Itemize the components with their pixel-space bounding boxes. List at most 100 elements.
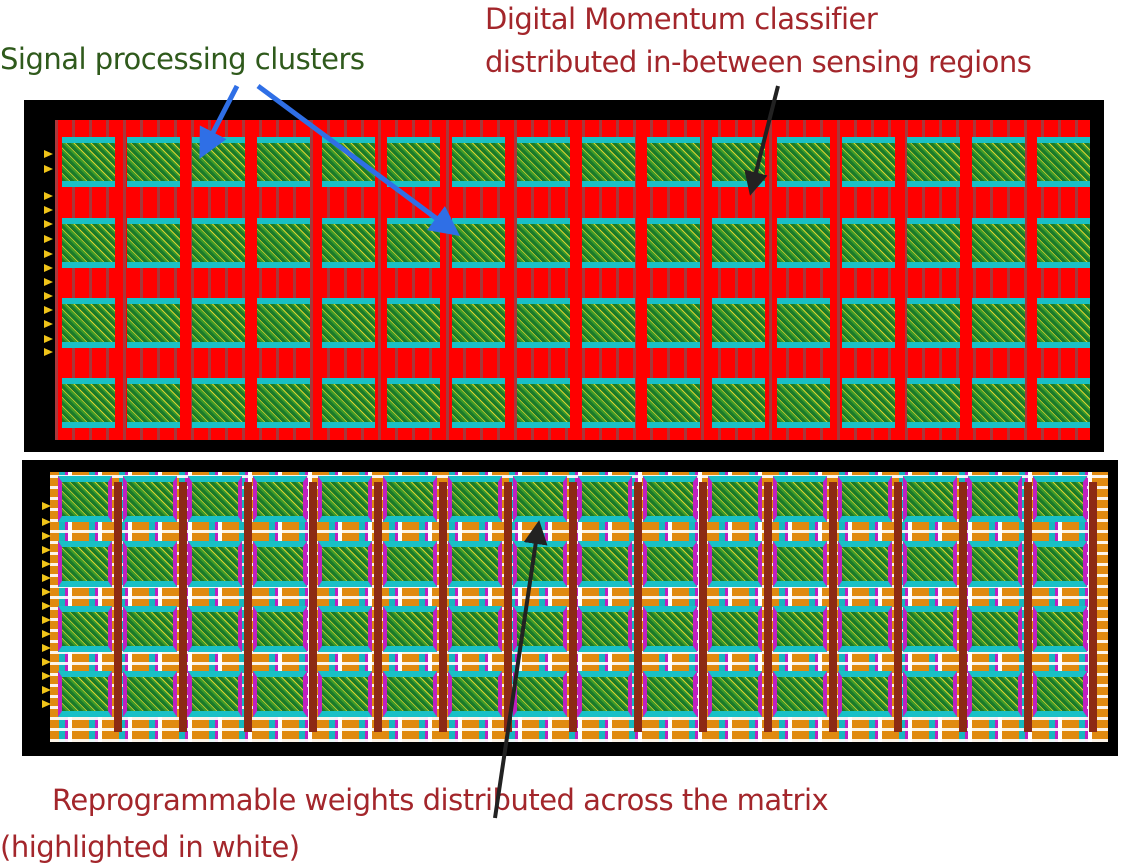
- signal-processing-cluster: [318, 606, 372, 652]
- signal-processing-cluster: [123, 541, 177, 587]
- signal-processing-cluster: [712, 378, 765, 428]
- signal-processing-cluster: [842, 218, 895, 268]
- signal-processing-cluster: [62, 137, 115, 187]
- signal-processing-cluster: [387, 137, 440, 187]
- signal-processing-cluster: [62, 298, 115, 348]
- signal-processing-cluster: [257, 218, 310, 268]
- io-pin-icon: [42, 658, 51, 666]
- signal-processing-cluster: [383, 476, 437, 522]
- signal-processing-cluster: [253, 606, 307, 652]
- signal-processing-cluster: [968, 476, 1022, 522]
- signal-processing-cluster: [127, 298, 180, 348]
- routing-strip: [179, 482, 187, 732]
- signal-processing-cluster: [773, 606, 827, 652]
- signal-processing-cluster: [582, 298, 635, 348]
- signal-processing-cluster: [58, 476, 112, 522]
- signal-processing-cluster: [123, 606, 177, 652]
- signal-processing-cluster: [647, 218, 700, 268]
- signal-processing-cluster: [1033, 476, 1087, 522]
- signal-processing-cluster: [253, 541, 307, 587]
- signal-processing-cluster: [777, 298, 830, 348]
- weights-label-line2: (highlighted in white): [0, 830, 300, 864]
- signal-processing-cluster: [318, 671, 372, 717]
- routing-strip: [114, 482, 122, 732]
- routing-strip: [439, 482, 447, 732]
- signal-processing-cluster: [968, 541, 1022, 587]
- signal-processing-cluster: [907, 218, 960, 268]
- signal-processing-cluster: [192, 298, 245, 348]
- io-pin-icon: [44, 220, 53, 228]
- signal-processing-cluster: [903, 541, 957, 587]
- layout-with-weights-highlighted: [22, 460, 1118, 756]
- signal-processing-cluster: [1033, 671, 1087, 717]
- routing-strip: [309, 482, 317, 732]
- signal-processing-cluster: [838, 476, 892, 522]
- io-pin-icon: [42, 644, 51, 652]
- signal-processing-cluster: [322, 218, 375, 268]
- signal-processing-cluster: [968, 606, 1022, 652]
- signal-processing-cluster: [383, 671, 437, 717]
- signal-processing-cluster: [127, 218, 180, 268]
- io-pin-icon: [42, 672, 51, 680]
- signal-processing-cluster: [972, 378, 1025, 428]
- signal-processing-cluster: [452, 378, 505, 428]
- io-pin-icon: [44, 206, 53, 214]
- layout-with-classifier-highlighted: [24, 100, 1104, 452]
- io-pin-icon: [44, 335, 53, 343]
- signal-processing-cluster: [968, 671, 1022, 717]
- signal-processing-cluster: [387, 218, 440, 268]
- signal-processing-cluster: [578, 606, 632, 652]
- signal-processing-cluster: [1033, 541, 1087, 587]
- signal-processing-cluster: [972, 218, 1025, 268]
- signal-processing-cluster: [647, 378, 700, 428]
- classifier-label-line1: Digital Momentum classifier: [485, 2, 878, 36]
- routing-strip: [894, 482, 902, 732]
- signal-processing-cluster: [127, 378, 180, 428]
- io-pin-icon: [44, 292, 53, 300]
- routing-strip: [634, 482, 642, 732]
- io-pin-icon: [42, 502, 51, 510]
- io-pin-icon: [42, 686, 51, 694]
- signal-processing-cluster: [448, 671, 502, 717]
- signal-processing-cluster: [123, 476, 177, 522]
- signal-processing-cluster: [907, 298, 960, 348]
- signal-processing-cluster: [513, 476, 567, 522]
- signal-processing-cluster: [517, 218, 570, 268]
- signal-processing-cluster: [578, 671, 632, 717]
- signal-processing-cluster: [777, 378, 830, 428]
- signal-processing-cluster: [517, 298, 570, 348]
- signal-processing-cluster: [838, 671, 892, 717]
- signal-processing-cluster: [322, 378, 375, 428]
- io-pin-icon: [44, 320, 53, 328]
- signal-processing-cluster: [253, 476, 307, 522]
- signal-processing-cluster: [62, 218, 115, 268]
- signal-processing-cluster: [643, 541, 697, 587]
- signal-processing-cluster: [773, 541, 827, 587]
- signal-processing-clusters-label: Signal processing clusters: [0, 42, 365, 76]
- signal-processing-cluster: [452, 218, 505, 268]
- signal-processing-cluster: [322, 137, 375, 187]
- signal-processing-cluster: [838, 606, 892, 652]
- signal-processing-cluster: [452, 298, 505, 348]
- signal-processing-cluster: [708, 541, 762, 587]
- io-pin-icon: [42, 630, 51, 638]
- io-pin-icon: [44, 192, 53, 200]
- signal-processing-cluster: [452, 137, 505, 187]
- signal-processing-cluster: [712, 218, 765, 268]
- signal-processing-cluster: [972, 298, 1025, 348]
- signal-processing-cluster: [1033, 606, 1087, 652]
- signal-processing-cluster: [318, 541, 372, 587]
- signal-processing-cluster: [643, 476, 697, 522]
- signal-processing-cluster: [708, 671, 762, 717]
- signal-processing-cluster: [517, 137, 570, 187]
- routing-strip: [504, 482, 512, 732]
- signal-processing-cluster: [257, 378, 310, 428]
- signal-processing-cluster: [448, 606, 502, 652]
- signal-processing-cluster: [1037, 298, 1090, 348]
- signal-processing-cluster: [188, 476, 242, 522]
- signal-processing-cluster: [448, 476, 502, 522]
- signal-processing-cluster: [903, 671, 957, 717]
- routing-strip: [374, 482, 382, 732]
- io-pin-icon: [44, 348, 53, 356]
- signal-processing-cluster: [838, 541, 892, 587]
